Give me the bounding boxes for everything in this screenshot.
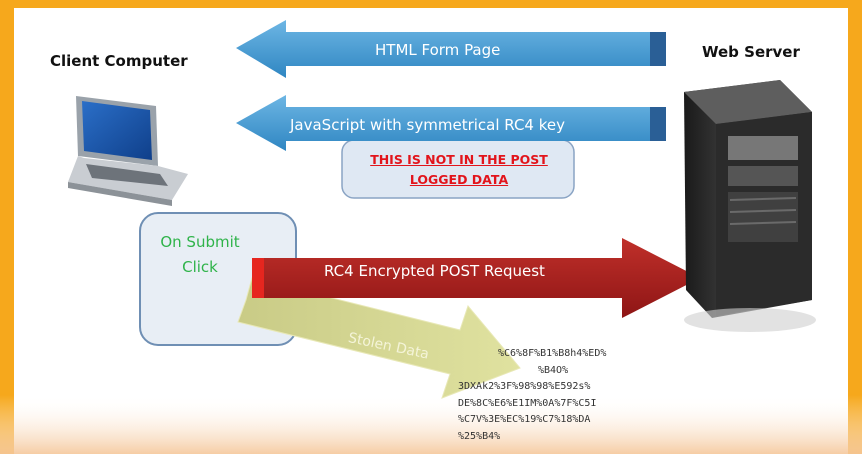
submit-line-1: On Submit [160, 233, 240, 251]
encoded-line: %C7V%3E%EC%19%C7%18%DA [458, 414, 591, 425]
client-computer-label: Client Computer [50, 52, 188, 70]
server-icon [684, 80, 816, 332]
rc4-arrow-start [252, 258, 264, 298]
encoded-line: 3DXAk2%3F%98%98%E592s% [458, 381, 591, 392]
web-server-label: Web Server [702, 43, 800, 61]
encoded-post-data: %C6%8F%B1%B8h4%ED% %B4O% 3DXAk2%3F%98%98… [458, 346, 698, 445]
html-form-arrow [236, 20, 666, 78]
submit-line-2: Click [182, 258, 218, 276]
warning-line-1: THIS IS NOT IN THE POST [370, 152, 548, 167]
encoded-line: %B4O% [538, 364, 569, 376]
warning-note: THIS IS NOT IN THE POST LOGGED DATA [352, 150, 566, 190]
bottom-glow [0, 395, 862, 454]
rc4-arrow [264, 238, 700, 318]
rc4-arrow-label: RC4 Encrypted POST Request [324, 262, 545, 280]
encoded-line: %C6%8F%B1%B8h4%ED% [498, 348, 607, 359]
warning-line-2: LOGGED DATA [409, 172, 509, 187]
html-form-arrow-tail [650, 32, 666, 66]
frame-right [848, 0, 862, 454]
encoded-line: DE%8C%E6%E1IM%0A%7F%C5I [458, 397, 597, 409]
js-key-arrow-label: JavaScript with symmetrical RC4 key [290, 116, 566, 134]
js-key-arrow [236, 95, 666, 151]
encoded-line: %25%B4% [458, 430, 501, 442]
title-banner [0, 0, 862, 8]
js-key-arrow-tail [650, 107, 666, 141]
frame-left [0, 0, 14, 454]
laptop-icon [68, 96, 188, 206]
html-form-arrow-label: HTML Form Page [375, 41, 501, 59]
on-submit-label: On Submit Click [140, 230, 260, 280]
